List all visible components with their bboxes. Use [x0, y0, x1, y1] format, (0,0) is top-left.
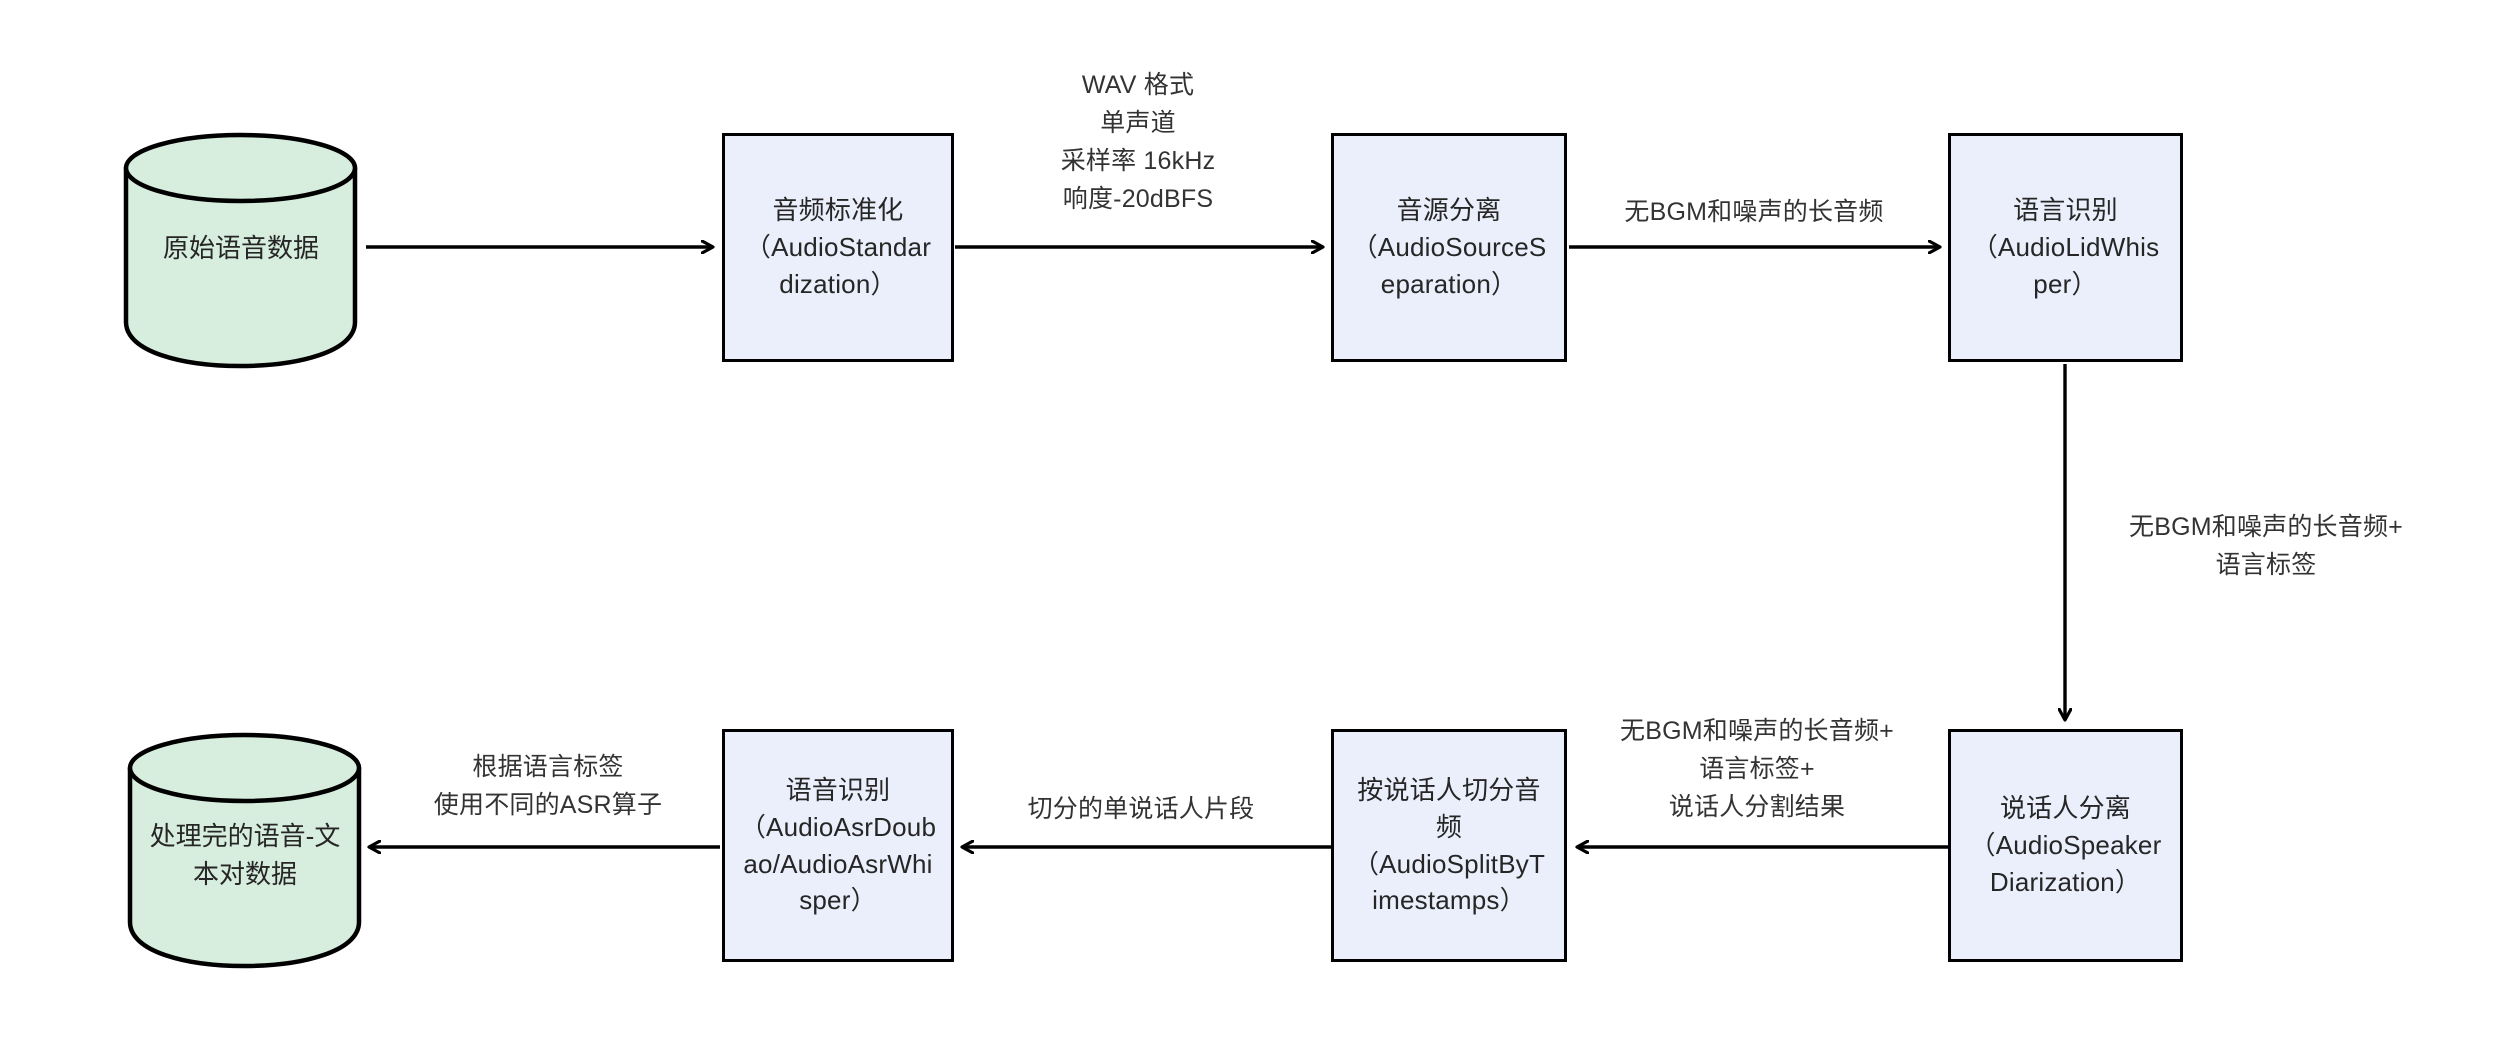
- edge-label-split-to-asr: 切分的单说话人片段: [1027, 795, 1255, 823]
- node-audio-source-separation-label: 音源分离 （AudioSourceS eparation）: [1351, 195, 1547, 299]
- edge-label-separation-to-lid: 无BGM和噪声的长音频: [1624, 198, 1884, 226]
- processed-speech-text-pairs-shape: [127, 732, 362, 969]
- raw-speech-data-shape: [123, 132, 358, 369]
- node-audio-asr-label: 语音识别 （AudioAsrDoub ao/AudioAsrWhi sper）: [739, 774, 937, 916]
- node-audio-asr[interactable]: 语音识别 （AudioAsrDoub ao/AudioAsrWhi sper）: [722, 729, 954, 962]
- node-audio-standardization-label: 音频标准化 （AudioStandar dization）: [744, 195, 932, 299]
- edge-label-lid-to-diarization: 无BGM和噪声的长音频+ 语言标签: [2129, 513, 2403, 579]
- node-audio-speaker-diarization-label: 说话人分离 （AudioSpeaker Diarization）: [1969, 793, 2162, 897]
- node-audio-source-separation[interactable]: 音源分离 （AudioSourceS eparation）: [1331, 133, 1567, 362]
- node-audio-speaker-diarization[interactable]: 说话人分离 （AudioSpeaker Diarization）: [1948, 729, 2183, 962]
- edge-label-diarization-to-split: 无BGM和噪声的长音频+ 语言标签+ 说话人分割结果: [1620, 717, 1894, 821]
- node-audio-split-by-timestamps-label: 按说话人切分音 频 （AudioSplitByT imestamps）: [1352, 774, 1546, 916]
- node-audio-standardization[interactable]: 音频标准化 （AudioStandar dization）: [722, 133, 954, 362]
- edge-label-asr-to-output: 根据语言标签 使用不同的ASR算子: [433, 753, 663, 819]
- edge-label-standardization-to-separation: WAV 格式 单声道 采样率 16kHz 响度-20dBFS: [1060, 71, 1216, 213]
- node-audio-lid-whisper[interactable]: 语言识别 （AudioLidWhis per）: [1948, 133, 2183, 362]
- node-audio-lid-whisper-label: 语言识别 （AudioLidWhis per）: [1971, 195, 2160, 299]
- node-audio-split-by-timestamps[interactable]: 按说话人切分音 频 （AudioSplitByT imestamps）: [1331, 729, 1567, 962]
